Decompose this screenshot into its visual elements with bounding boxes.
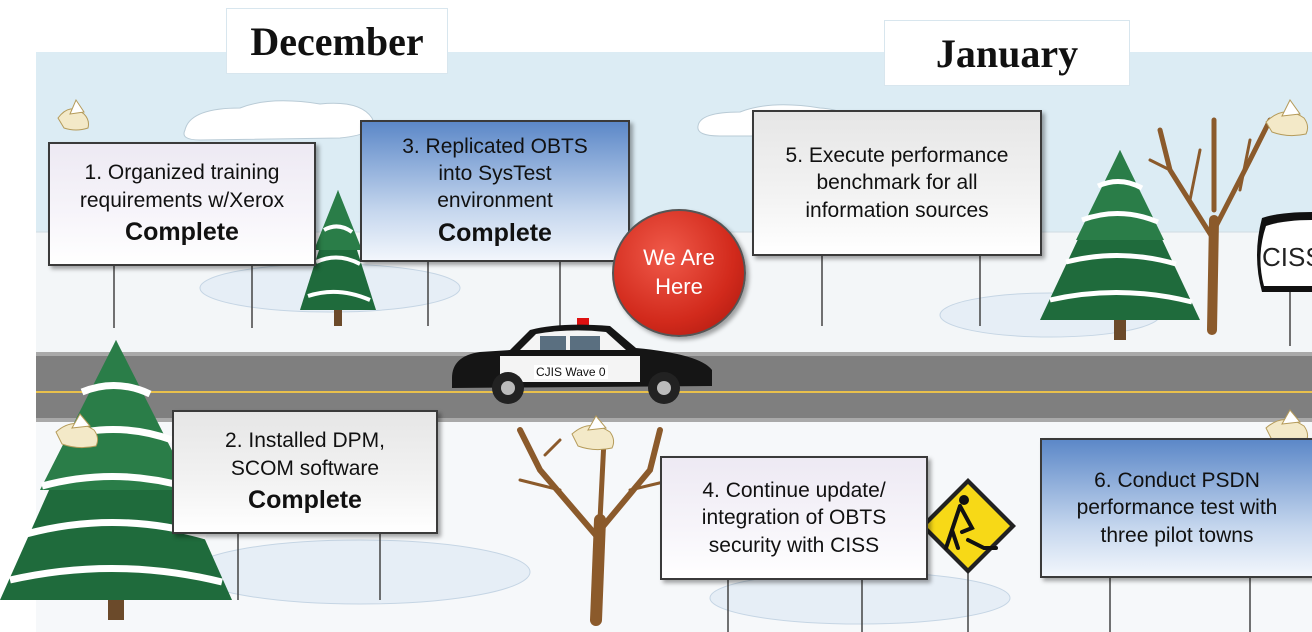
- milestone-text: 3. Replicated OBTS: [402, 134, 588, 158]
- cloud-icon: [183, 100, 374, 141]
- we-are-here-marker: We Are Here: [612, 209, 746, 337]
- ciss-road-sign-icon: [1257, 212, 1312, 292]
- dove-icon: [1265, 99, 1309, 137]
- milestone-status: Complete: [248, 486, 362, 515]
- police-car-icon: [452, 318, 712, 404]
- milestone-text: performance test with: [1076, 496, 1278, 520]
- milestone-text: 5. Execute performance: [785, 144, 1009, 168]
- milestone-sign-3: 3. Replicated OBTS into SysTest environm…: [360, 120, 630, 262]
- milestone-text: security with CISS: [708, 533, 880, 557]
- milestone-text: environment: [437, 189, 553, 213]
- milestone-text: information sources: [805, 198, 989, 222]
- dove-icon: [57, 98, 89, 131]
- milestone-text: requirements w/Xerox: [79, 188, 285, 212]
- milestone-text: 4. Continue update/: [702, 479, 886, 503]
- month-label-december: December: [226, 8, 448, 74]
- milestone-text: 2. Installed DPM,: [225, 429, 385, 453]
- evergreen-tree-icon: [1040, 150, 1200, 340]
- bare-tree-icon: [1148, 117, 1273, 335]
- marker-text: Here: [655, 274, 703, 299]
- dove-icon: [1265, 409, 1309, 445]
- milestone-text: benchmark for all: [816, 171, 978, 195]
- milestone-text: SCOM software: [230, 456, 380, 480]
- milestone-text: integration of OBTS: [701, 506, 887, 530]
- car-door-label: CJIS Wave 0: [534, 365, 608, 379]
- milestone-text: three pilot towns: [1100, 523, 1254, 547]
- milestone-text: into SysTest: [438, 162, 552, 186]
- road-sign-label: CISS: [1262, 242, 1312, 272]
- dove-icon: [55, 413, 99, 449]
- milestone-sign-5: 5. Execute performance benchmark for all…: [752, 110, 1042, 256]
- milestone-sign-2: 2. Installed DPM, SCOM software Complete: [172, 410, 438, 534]
- milestone-status: Complete: [438, 218, 552, 247]
- construction-worker-sign-icon: [920, 478, 1016, 574]
- milestone-text: 6. Conduct PSDN: [1094, 469, 1260, 493]
- milestone-sign-4: 4. Continue update/ integration of OBTS …: [660, 456, 928, 580]
- milestone-status: Complete: [125, 218, 239, 247]
- snow-drift-icon: [189, 539, 531, 605]
- dove-icon: [571, 415, 615, 451]
- evergreen-tree-icon: [300, 190, 376, 326]
- milestone-sign-6: 6. Conduct PSDN performance test with th…: [1040, 438, 1312, 578]
- month-label-january: January: [884, 20, 1130, 86]
- milestone-text: 1. Organized training: [84, 161, 280, 185]
- evergreen-tree-icon: [0, 340, 232, 620]
- milestone-sign-1: 1. Organized training requirements w/Xer…: [48, 142, 316, 266]
- marker-text: We Are: [643, 245, 715, 271]
